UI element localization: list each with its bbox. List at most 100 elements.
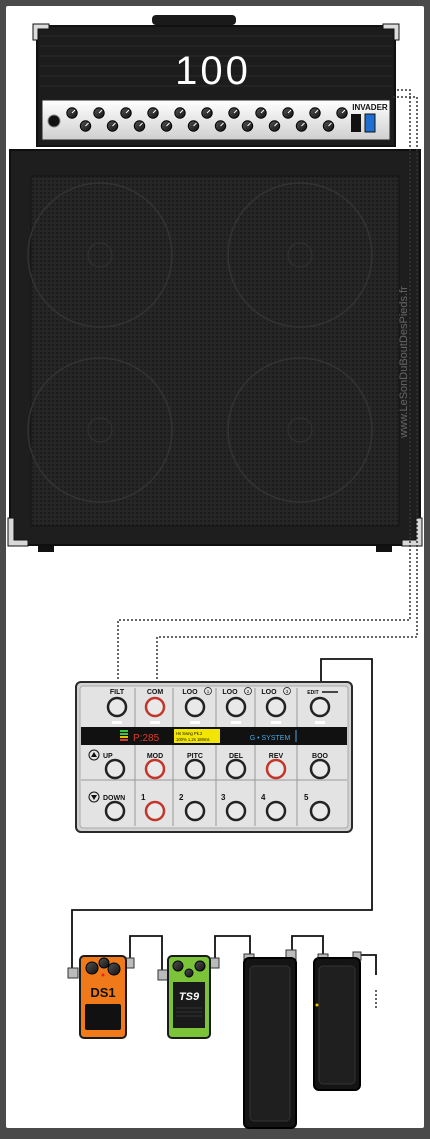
ds1-knob-tone[interactable]	[85, 961, 99, 975]
amp-knob-pointer	[301, 122, 305, 127]
amp-tolex	[40, 35, 392, 87]
amp-knob-pointer	[328, 122, 332, 127]
switch-del[interactable]	[225, 758, 247, 780]
amp-knob-pointer	[112, 122, 116, 127]
label-3: 3	[221, 793, 226, 802]
cable-send	[117, 89, 411, 688]
loop-1-badge-icon	[204, 687, 212, 695]
switch-loop-1[interactable]	[184, 696, 206, 718]
switch-up[interactable]	[104, 758, 126, 780]
amp-knob-pointer	[247, 122, 251, 127]
loop-3-badge: 3	[286, 689, 289, 694]
ts9-knob-tone[interactable]	[184, 968, 194, 978]
g-system-switcher: P:285 Hs Swng Pk.2 100% 1.2s 180ms G • S…	[75, 681, 353, 833]
amp-knob-row	[66, 107, 348, 132]
cable-wah-volume	[291, 935, 324, 957]
ts9-label: TS9	[179, 991, 200, 1003]
power-switch[interactable]	[364, 113, 376, 133]
amp-head: 100 INVADER	[32, 15, 400, 147]
ds1-knob-level[interactable]	[98, 957, 110, 969]
switch-loop-2[interactable]	[225, 696, 247, 718]
ts9-knob-level[interactable]	[194, 960, 206, 972]
amp-knob-pointer	[125, 109, 130, 114]
amp-knob-pointer	[85, 122, 89, 127]
label-del: DEL	[229, 753, 244, 760]
speaker-cone-bottom-right	[227, 357, 373, 503]
ds1-footswitch[interactable]	[85, 1004, 121, 1030]
label-1: 1	[141, 793, 146, 802]
ds1-pedal: DS1	[67, 955, 135, 1039]
label-4: 4	[261, 793, 266, 802]
ts9-pedal: TS9	[157, 955, 220, 1039]
loop-3-badge-icon	[283, 687, 291, 695]
label-rev: REV	[269, 753, 284, 760]
top-row-leds	[112, 721, 325, 724]
label-mod: MOD	[147, 753, 163, 760]
switch-pitc[interactable]	[184, 758, 206, 780]
amp-model-number: 100	[175, 49, 251, 93]
ds1-knob-dist[interactable]	[107, 962, 121, 976]
amp-knob-pointer	[71, 109, 76, 114]
ts9-knob-drive[interactable]	[172, 960, 184, 972]
switch-preset-2[interactable]	[184, 800, 206, 822]
amp-knob-pointer	[179, 109, 184, 114]
speaker-cone-bottom-left	[27, 357, 173, 503]
speaker-cone-top-right	[227, 182, 373, 328]
volume-pedal	[313, 951, 362, 1091]
ts9-footswitch[interactable]	[173, 982, 205, 1028]
cab-foot-right	[376, 546, 392, 552]
label-up: UP	[103, 753, 113, 760]
loop-2-badge: 2	[247, 689, 250, 694]
switch-preset-1[interactable]	[144, 800, 166, 822]
switch-down[interactable]	[104, 800, 126, 822]
label-loop-2: LOO	[222, 689, 238, 696]
switch-com[interactable]	[144, 696, 166, 718]
cable-ts9-wah	[214, 935, 251, 958]
label-2: 2	[179, 793, 184, 802]
down-arrow-icon	[88, 791, 100, 803]
amp-knob-pointer	[206, 109, 211, 114]
label-loop-3: LOO	[261, 689, 277, 696]
label-filt: FILT	[110, 689, 125, 696]
lcd-line-1: Hs Swng Pk.2	[176, 731, 203, 736]
amp-knob-pointer	[98, 109, 103, 114]
speaker-cabinet: www.LeSonDuBoutDesPieds.fr	[7, 149, 423, 552]
wah-treadle[interactable]	[249, 965, 291, 1122]
switch-preset-3[interactable]	[225, 800, 247, 822]
amp-knob-pointer	[166, 122, 170, 127]
lcd-screen	[174, 729, 220, 743]
switch-preset-4[interactable]	[265, 800, 287, 822]
preset-display: P:285	[133, 733, 160, 744]
loop-2-badge-icon	[244, 687, 252, 695]
cable-return	[156, 96, 418, 688]
amp-knob-pointer	[193, 122, 197, 127]
switch-rev[interactable]	[265, 758, 287, 780]
watermark: www.LeSonDuBoutDesPieds.fr	[398, 286, 410, 439]
amp-knob-pointer	[220, 122, 224, 127]
switch-edit[interactable]	[309, 696, 331, 718]
loop-1-badge: 1	[207, 689, 210, 694]
label-pitc: PITC	[187, 753, 203, 760]
cable-to-pedals	[71, 658, 373, 970]
speaker-grille	[30, 175, 400, 527]
amp-knob-pointer	[341, 109, 346, 114]
label-boo: BOO	[312, 753, 329, 760]
switch-mod[interactable]	[144, 758, 166, 780]
up-arrow-icon	[88, 749, 100, 761]
volume-treadle[interactable]	[318, 965, 356, 1085]
amp-knob-pointer	[314, 109, 319, 114]
label-edit: EDIT	[307, 690, 318, 696]
amp-knob-pointer	[260, 109, 265, 114]
amp-control-panel	[41, 99, 391, 141]
amp-brand-label: INVADER	[352, 103, 388, 112]
switch-filt[interactable]	[106, 696, 128, 718]
switch-loop-3[interactable]	[265, 696, 287, 718]
cable-ds1-ts9	[129, 935, 163, 972]
standby-switch[interactable]	[351, 114, 361, 132]
ts9-grip	[176, 1007, 202, 1017]
amp-knob-pointer	[233, 109, 238, 114]
switch-boo[interactable]	[309, 758, 331, 780]
amp-knob-pointer	[274, 122, 278, 127]
switch-preset-5[interactable]	[309, 800, 331, 822]
